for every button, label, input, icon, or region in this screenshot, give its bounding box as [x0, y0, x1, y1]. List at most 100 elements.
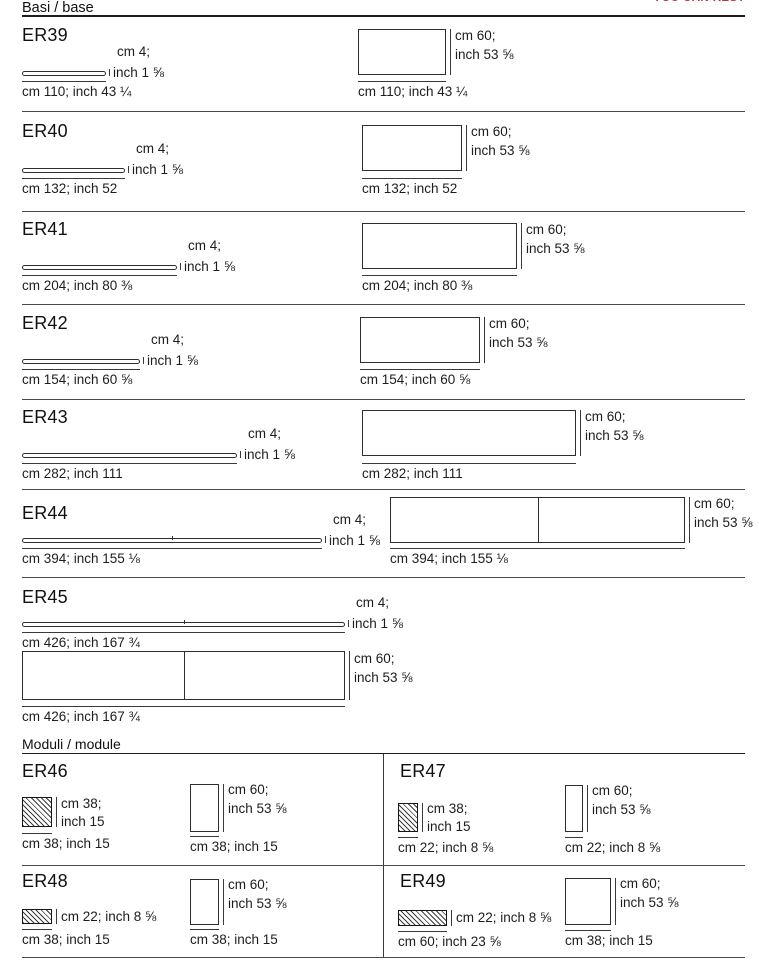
top-width-label: cm 426; inch 167 ¾	[22, 709, 140, 724]
row-separator	[22, 865, 745, 866]
product-code: ER44	[22, 503, 68, 523]
top-dim-line	[565, 930, 611, 931]
side-dim-line	[22, 548, 322, 549]
section-er41: ER41 cm 4; inch 1 ⅝ cm 204; inch 80 ⅜ cm…	[0, 212, 759, 305]
modules-row-1: ER46 cm 38; inch 15 cm 38; inch 15 cm 60…	[0, 754, 759, 866]
product-code: ER40	[22, 121, 68, 141]
top-view-rect	[565, 878, 611, 925]
top-dim-line	[362, 178, 462, 179]
top-dim-line	[190, 836, 219, 837]
depth-inch: inch 53 ⅝	[228, 896, 287, 911]
height-dim-line	[56, 909, 57, 924]
front-view-hatch-swatch	[398, 910, 447, 926]
section-er42: ER42 cm 4; inch 1 ⅝ cm 154; inch 60 ⅝ cm…	[0, 305, 759, 400]
top-view-rect	[358, 29, 446, 75]
front-dim-line	[22, 929, 52, 930]
depth-dim-line	[223, 784, 224, 832]
dim-tick	[128, 166, 129, 173]
top-view-rect	[390, 497, 685, 543]
side-height-inch: inch 1 ⅝	[184, 259, 236, 274]
top-view-rect	[190, 784, 219, 832]
side-height-inch: inch 1 ⅝	[329, 533, 381, 548]
product-code: ER42	[22, 313, 68, 333]
cell-er49: ER49 cm 22; inch 8 ⅝ cm 60; inch 23 ⅝ cm…	[383, 866, 759, 958]
section-er40: ER40 cm 4; inch 1 ⅝ cm 132; inch 52 cm 6…	[0, 112, 759, 212]
section-separator	[22, 399, 745, 400]
section-er39: ER39 cm 4; inch 1 ⅝ cm 110; inch 43 ¼ cm…	[0, 17, 759, 112]
dim-tick	[240, 451, 241, 458]
depth-dim-line	[484, 317, 485, 363]
side-view-bar	[22, 265, 177, 270]
depth-dim-line	[223, 879, 224, 925]
top-width-label: cm 154; inch 60 ⅝	[360, 372, 471, 387]
side-view-bar	[22, 536, 322, 543]
side-height-inch: inch 1 ⅝	[244, 447, 296, 462]
depth-dim-line	[580, 410, 581, 456]
depth-cm: cm 60;	[228, 782, 269, 797]
depth-cm: cm 60;	[694, 496, 735, 511]
depth-dim-line	[587, 785, 588, 832]
side-height-cm: cm 4;	[333, 512, 367, 527]
depth-dim-line	[615, 878, 616, 925]
product-code: ER43	[22, 407, 68, 427]
dim-tick	[143, 357, 144, 364]
top-width-label: cm 22; inch 8 ⅝	[565, 840, 661, 855]
depth-cm: cm 60;	[354, 651, 395, 666]
front-height-inch: inch 15	[61, 814, 105, 829]
height-dim-line	[422, 803, 423, 832]
depth-dim-line	[689, 497, 690, 543]
front-height-cm: cm 38;	[61, 796, 102, 811]
depth-inch: inch 53 ⅝	[228, 801, 287, 816]
top-dim-line	[362, 463, 576, 464]
cell-er47: ER47 cm 38; inch 15 cm 22; inch 8 ⅝ cm 6…	[383, 754, 759, 866]
clipped-red-note: YOU CAN REST	[653, 0, 745, 5]
depth-dim-line	[349, 651, 350, 700]
front-view-hatch-swatch	[22, 909, 52, 924]
product-code: ER49	[400, 871, 446, 891]
top-dim-line	[358, 81, 446, 82]
moduli-header: Moduli / module	[0, 736, 759, 754]
side-width-label: cm 394; inch 155 ⅛	[22, 551, 140, 566]
dim-tick	[109, 69, 110, 76]
depth-inch: inch 53 ⅝	[585, 428, 644, 443]
side-dim-line	[22, 369, 140, 370]
top-width-label: cm 132; inch 52	[362, 181, 458, 196]
side-dim-line	[22, 632, 345, 633]
product-code: ER41	[22, 219, 68, 239]
front-height-label: cm 22; inch 8 ⅝	[456, 910, 552, 925]
module-split-line	[537, 498, 539, 542]
side-dim-line	[22, 463, 237, 464]
side-height-inch: inch 1 ⅝	[352, 616, 404, 631]
front-dim-line	[398, 837, 418, 838]
top-view-rect	[22, 651, 345, 700]
side-dim-line	[22, 275, 177, 276]
module-split-line	[183, 652, 185, 699]
depth-dim-line	[466, 125, 467, 171]
side-view-bar	[22, 453, 237, 458]
top-width-label: cm 38; inch 15	[190, 839, 278, 854]
dim-tick	[325, 536, 326, 543]
moduli-section-title: Moduli / module	[22, 736, 121, 752]
top-width-label: cm 282; inch 111	[362, 466, 463, 481]
section-separator	[22, 489, 745, 490]
side-view-bar	[22, 620, 345, 627]
side-height-cm: cm 4;	[356, 595, 390, 610]
top-dim-line	[390, 548, 685, 549]
product-code: ER39	[22, 25, 68, 45]
top-dim-line	[360, 369, 480, 370]
depth-cm: cm 60;	[489, 316, 530, 331]
product-code: ER45	[22, 587, 68, 607]
top-dim-line	[362, 275, 517, 276]
side-width-label: cm 282; inch 111	[22, 466, 123, 481]
front-dim-line	[22, 833, 52, 834]
section-er44: ER44 cm 4; inch 1 ⅝ cm 394; inch 155 ⅛ c…	[0, 490, 759, 578]
front-width-label: cm 22; inch 8 ⅝	[398, 840, 494, 855]
top-view-rect	[362, 223, 517, 269]
header-underline	[22, 15, 745, 17]
joint-tick	[172, 536, 173, 540]
side-dim-line	[22, 178, 125, 179]
section-separator	[22, 304, 745, 305]
depth-inch: inch 53 ⅝	[354, 670, 413, 685]
section-er45: ER45 cm 4; inch 1 ⅝ cm 426; inch 167 ¾ c…	[0, 578, 759, 737]
depth-cm: cm 60;	[585, 409, 626, 424]
